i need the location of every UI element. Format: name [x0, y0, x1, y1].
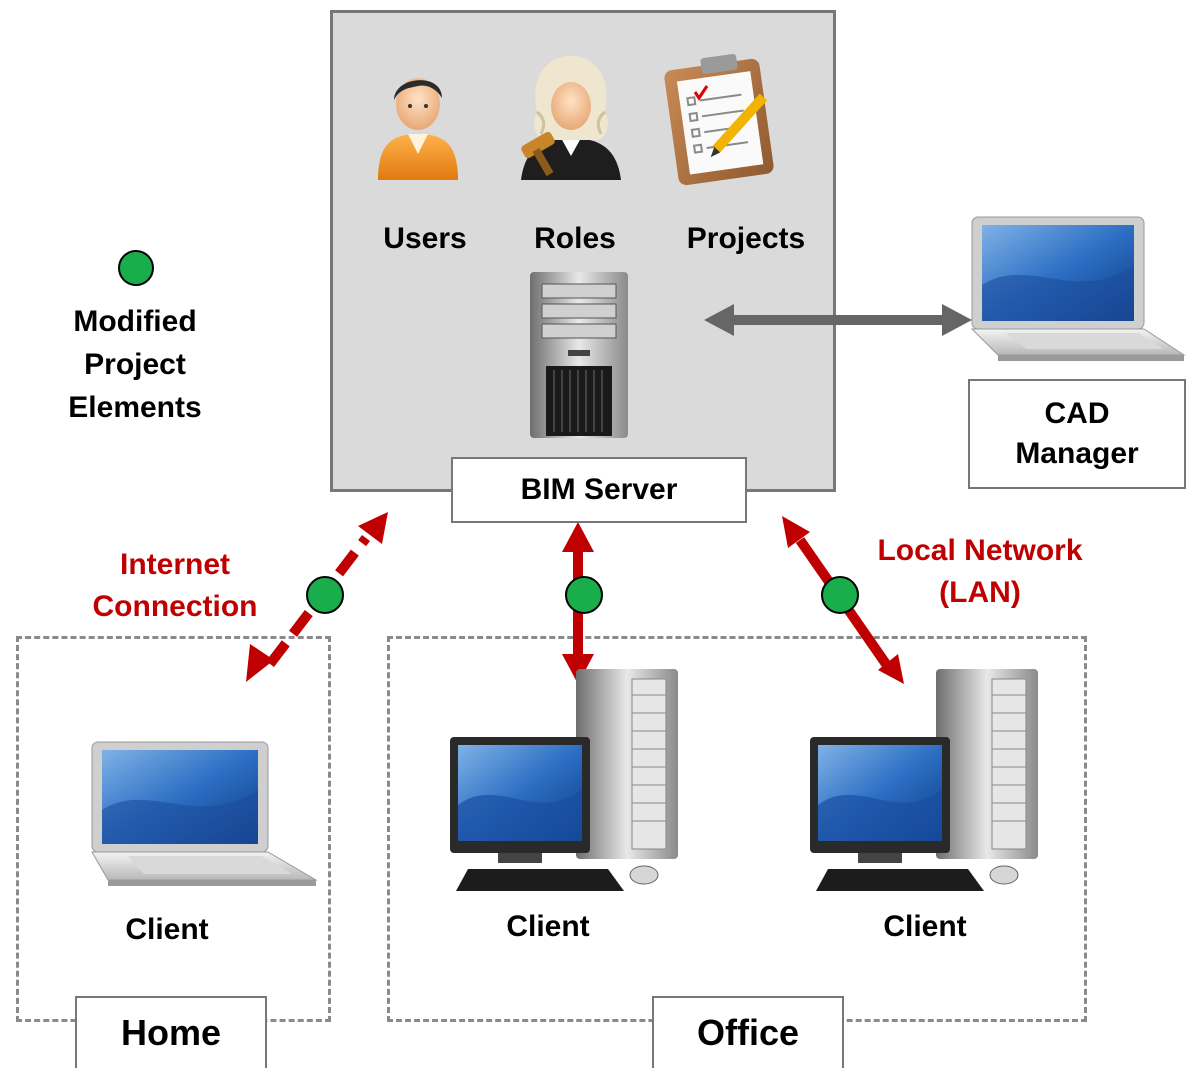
judge-icon [515, 52, 627, 180]
home-client-label: Client [125, 913, 209, 946]
office-client-2-label: Client [883, 910, 967, 943]
green-dot-icon [118, 250, 154, 286]
office-client-1-label: Client [506, 910, 590, 943]
projects-label: Projects [686, 222, 806, 255]
modified-marker-office [565, 576, 603, 614]
clipboard-icon [664, 50, 801, 186]
cad-manager-laptop-icon [968, 215, 1186, 365]
server-tower-icon [528, 270, 630, 440]
home-client-laptop-icon [88, 740, 320, 890]
user-icon [370, 62, 466, 180]
office-label: Office [652, 996, 844, 1068]
home-label: Home [75, 996, 267, 1068]
lan-label: Local Network (LAN) [877, 534, 1083, 609]
office-client-2-desktop-icon [808, 665, 1048, 905]
internet-connection-label: Internet Connection [92, 548, 258, 623]
legend-label: Modified Project Elements [68, 305, 202, 424]
roles-label: Roles [534, 222, 616, 255]
bim-server-label: BIM Server [451, 457, 747, 523]
cad-manager-label: CAD Manager [968, 379, 1186, 489]
users-label: Users [383, 222, 467, 255]
modified-marker-internet [306, 576, 344, 614]
office-client-1-desktop-icon [448, 665, 688, 905]
